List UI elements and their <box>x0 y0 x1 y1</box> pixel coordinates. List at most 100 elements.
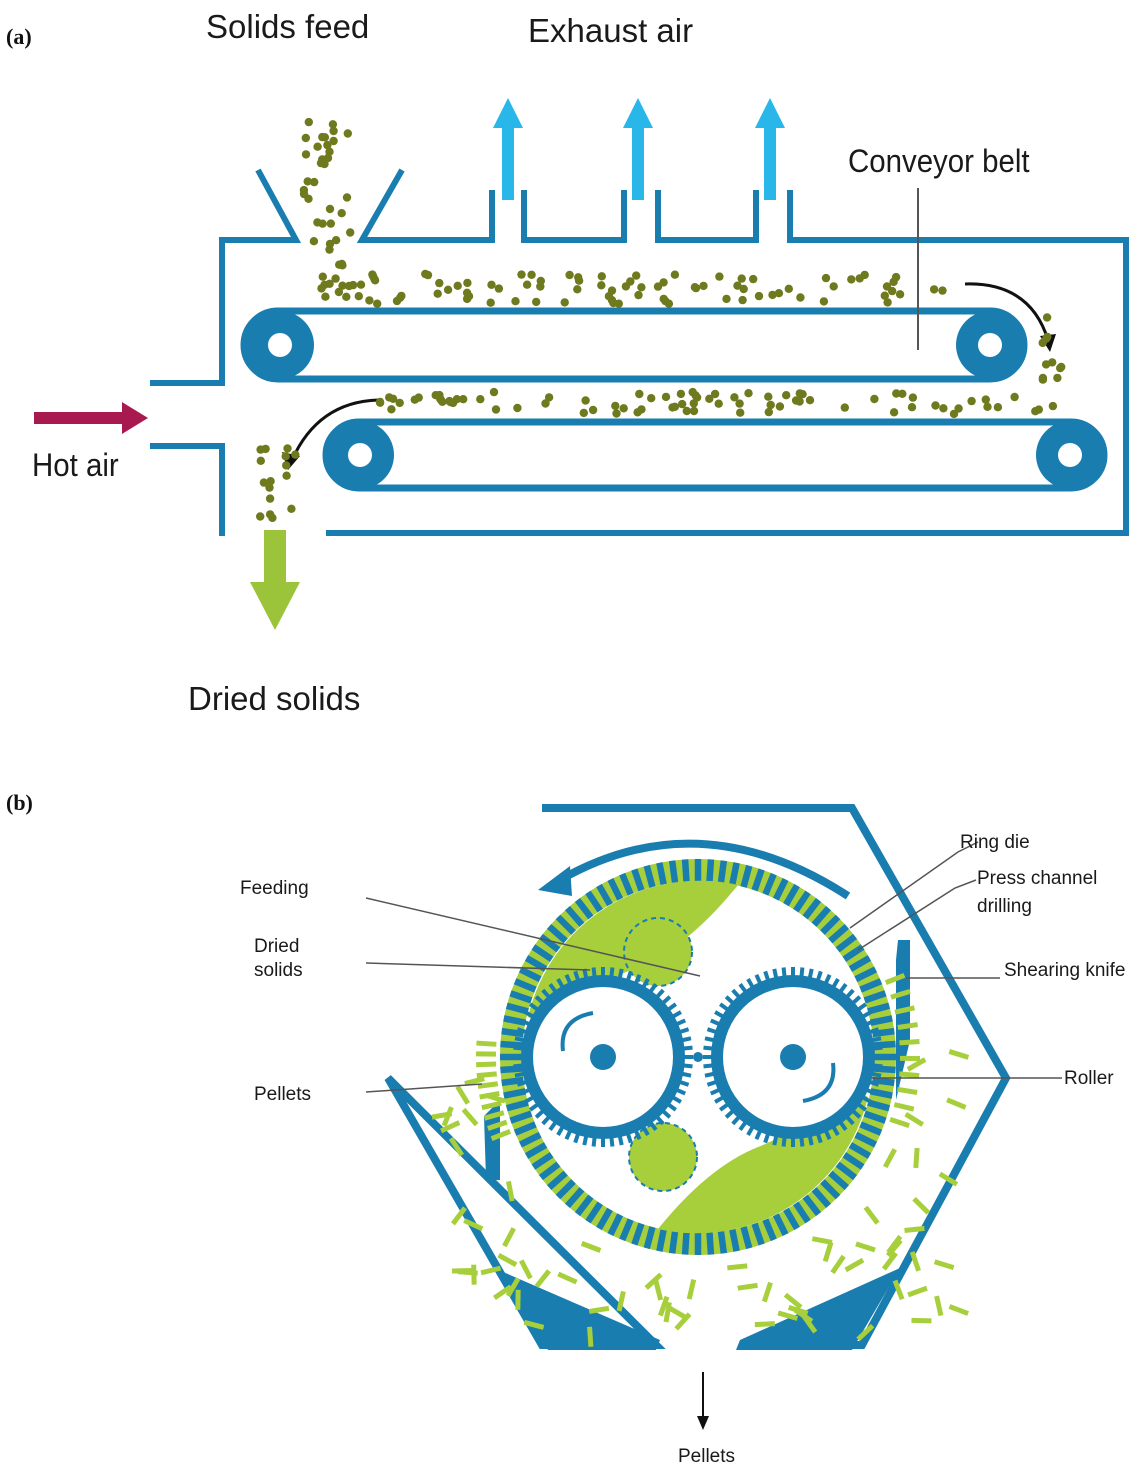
press-channel <box>518 966 542 983</box>
pellets-bottom-label: Pellets <box>678 1446 735 1467</box>
particle <box>749 274 758 284</box>
particle <box>421 269 430 279</box>
belt-roller-icon <box>978 333 1002 357</box>
particle <box>325 204 335 214</box>
particle <box>527 270 536 279</box>
press-channel <box>681 1232 690 1255</box>
press-channel <box>509 1110 533 1124</box>
particle <box>766 400 775 410</box>
pellet <box>502 1227 516 1248</box>
press-channel <box>729 1228 740 1252</box>
particle <box>331 274 340 283</box>
particle <box>784 284 793 293</box>
pellet <box>686 1278 697 1300</box>
pellet <box>933 1259 955 1271</box>
pellet <box>431 1111 453 1120</box>
press-channel <box>513 1121 537 1136</box>
particle <box>435 278 444 288</box>
pellet <box>476 1071 497 1079</box>
press-channel <box>531 1152 554 1170</box>
pellet <box>754 1321 775 1328</box>
particle <box>387 405 396 414</box>
press-channel <box>820 914 841 935</box>
hot-air-arrow-icon <box>34 402 148 434</box>
particle <box>907 403 917 412</box>
press-channel <box>546 1170 568 1190</box>
pellet <box>783 1292 803 1310</box>
press-channel <box>619 872 634 896</box>
particle <box>453 281 462 290</box>
pellet <box>523 1319 545 1330</box>
press-channel <box>867 1002 891 1015</box>
press-channel <box>854 1131 878 1148</box>
dried-solids-label: Dried solids <box>188 680 360 717</box>
press-channel <box>546 924 568 944</box>
press-channel <box>505 1002 529 1015</box>
pellet <box>737 1282 758 1291</box>
particle <box>395 398 404 408</box>
press-channel <box>501 1027 524 1038</box>
particle <box>891 272 901 282</box>
press-channel <box>854 966 878 983</box>
press-channel <box>500 1040 523 1049</box>
down-arrow-icon <box>697 1416 709 1430</box>
particle <box>705 394 714 403</box>
exhaust-air-label: Exhaust air <box>528 12 693 49</box>
feeder-disc-icon <box>628 1122 698 1192</box>
particle <box>370 276 380 285</box>
pellet <box>480 1265 502 1276</box>
pellet <box>663 1301 672 1323</box>
particle <box>438 397 447 406</box>
particle <box>821 273 831 283</box>
particle <box>722 294 731 304</box>
particle <box>414 393 423 402</box>
press-channel <box>607 877 624 901</box>
particle <box>764 392 773 401</box>
press-channel <box>762 1218 777 1242</box>
particle <box>375 397 385 407</box>
pellet <box>464 1076 485 1086</box>
pellet <box>904 1225 925 1233</box>
roller-label: Roller <box>1064 1068 1114 1089</box>
press-channel <box>555 914 576 935</box>
press-channel <box>524 1142 548 1159</box>
press-channel <box>555 1179 576 1200</box>
press-channel <box>574 1194 594 1217</box>
pellet <box>897 1022 918 1030</box>
pellet <box>899 1039 920 1046</box>
particle <box>715 272 724 281</box>
particle <box>744 389 753 398</box>
ring-die-label: Ring die <box>960 832 1030 853</box>
lower-conveyor-belt <box>322 418 1108 492</box>
particle <box>342 292 351 301</box>
pellet <box>892 1279 905 1301</box>
particle <box>541 399 550 408</box>
particle <box>443 285 453 294</box>
particle <box>632 271 641 280</box>
particle <box>1043 332 1052 342</box>
particle <box>908 393 918 402</box>
particle <box>579 408 588 418</box>
particle <box>775 402 785 411</box>
particle <box>309 237 319 246</box>
particle <box>325 239 335 249</box>
particle <box>764 407 773 417</box>
particle <box>463 278 472 288</box>
pellet <box>907 1285 928 1298</box>
particle <box>993 403 1003 412</box>
particle <box>433 289 442 298</box>
particle <box>513 403 522 413</box>
press-channel <box>863 990 887 1004</box>
press-channel <box>872 1076 895 1087</box>
pellet <box>455 1085 471 1105</box>
particle <box>310 177 319 187</box>
pellet <box>616 1290 626 1312</box>
particle <box>431 391 440 400</box>
particle <box>318 132 327 142</box>
pellet <box>912 1196 931 1215</box>
particle <box>782 391 791 400</box>
press-channel <box>842 1152 865 1170</box>
particle <box>282 471 291 480</box>
particle <box>301 133 310 143</box>
pellet <box>580 1241 602 1253</box>
